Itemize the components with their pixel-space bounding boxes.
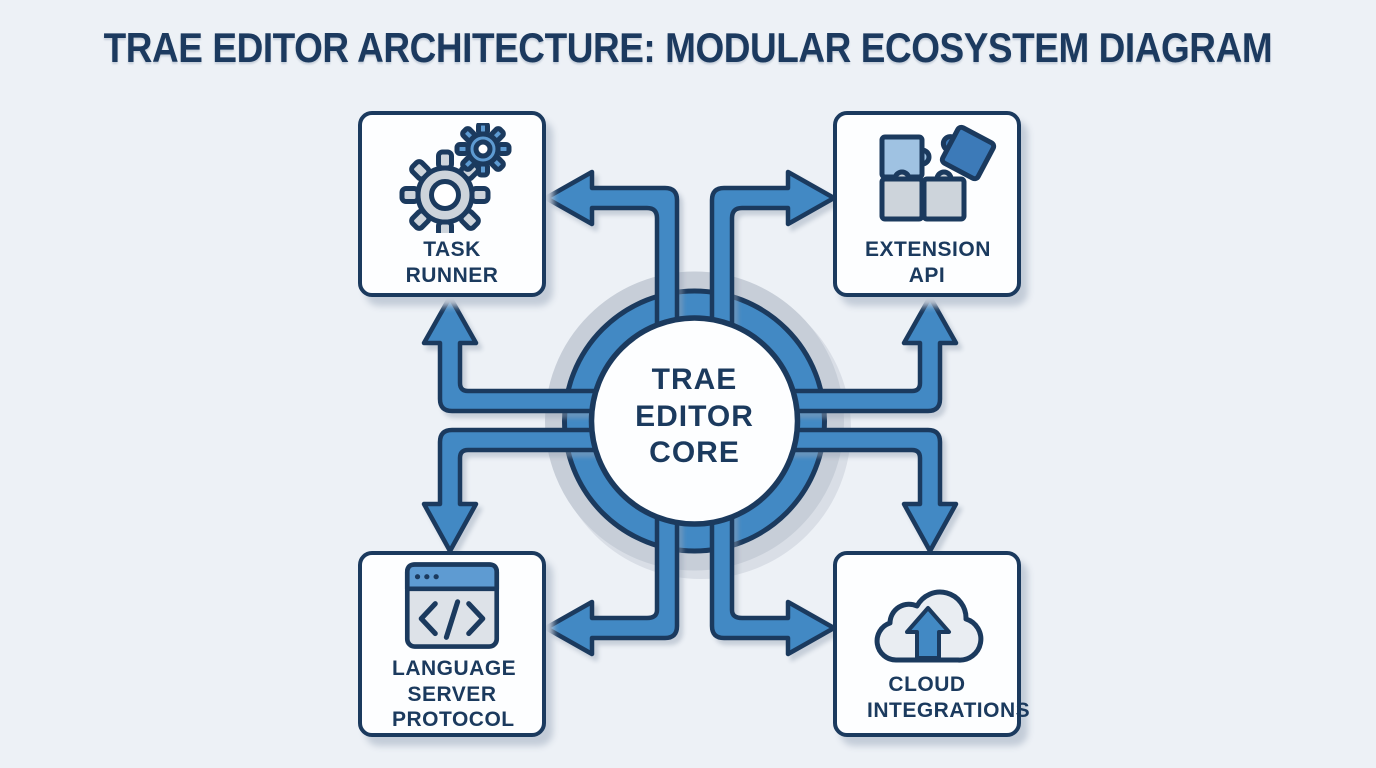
core-label: TRAE EDITOR CORE (635, 363, 754, 470)
module-box-extension-api: EXTENSION API (833, 111, 1021, 297)
module-box-cloud-integrations: CLOUD INTEGRATIONS (833, 551, 1031, 737)
arrow-core-to-extension-api-bottom-edge (786, 294, 959, 414)
puzzle-pieces-icon (879, 125, 997, 222)
arrow-core-to-lsp-top-edge (421, 427, 603, 554)
title-bar: TRAE EDITOR ARCHITECTURE: MODULAR ECOSYS… (0, 24, 1376, 72)
arrow-core-to-extension-api-left-edge (709, 169, 837, 333)
code-window-icon (404, 562, 500, 649)
module-label-task-runner: TASK RUNNER (405, 238, 499, 287)
cloud-upload-icon (874, 589, 984, 663)
arrow-core-to-cloud-top-edge (786, 427, 959, 554)
module-box-language-server-protocol: LANGUAGE SERVER PROTOCOL (358, 551, 546, 737)
arrow-core-to-task-runner-bottom-edge (421, 294, 603, 414)
gears-icon (399, 123, 512, 234)
arrow-core-to-cloud-left-edge (709, 509, 837, 657)
core-circle (588, 315, 801, 527)
module-label-cloud-integrations: CLOUD INTEGRATIONS (867, 673, 1031, 722)
module-box-task-runner: TASK RUNNER (358, 111, 546, 297)
arrow-core-to-task-runner-right-edge (543, 169, 680, 333)
core-gray-ring (545, 271, 844, 571)
arrow-core-to-lsp-right-edge (543, 509, 680, 657)
module-label-extension-api: EXTENSION API (865, 238, 991, 287)
upload-arrow-glyph (905, 606, 951, 661)
page-title: TRAE EDITOR ARCHITECTURE: MODULAR ECOSYS… (103, 24, 1273, 71)
module-label-language-server-protocol: LANGUAGE SERVER PROTOCOL (392, 657, 517, 732)
arrow-group (421, 169, 959, 657)
